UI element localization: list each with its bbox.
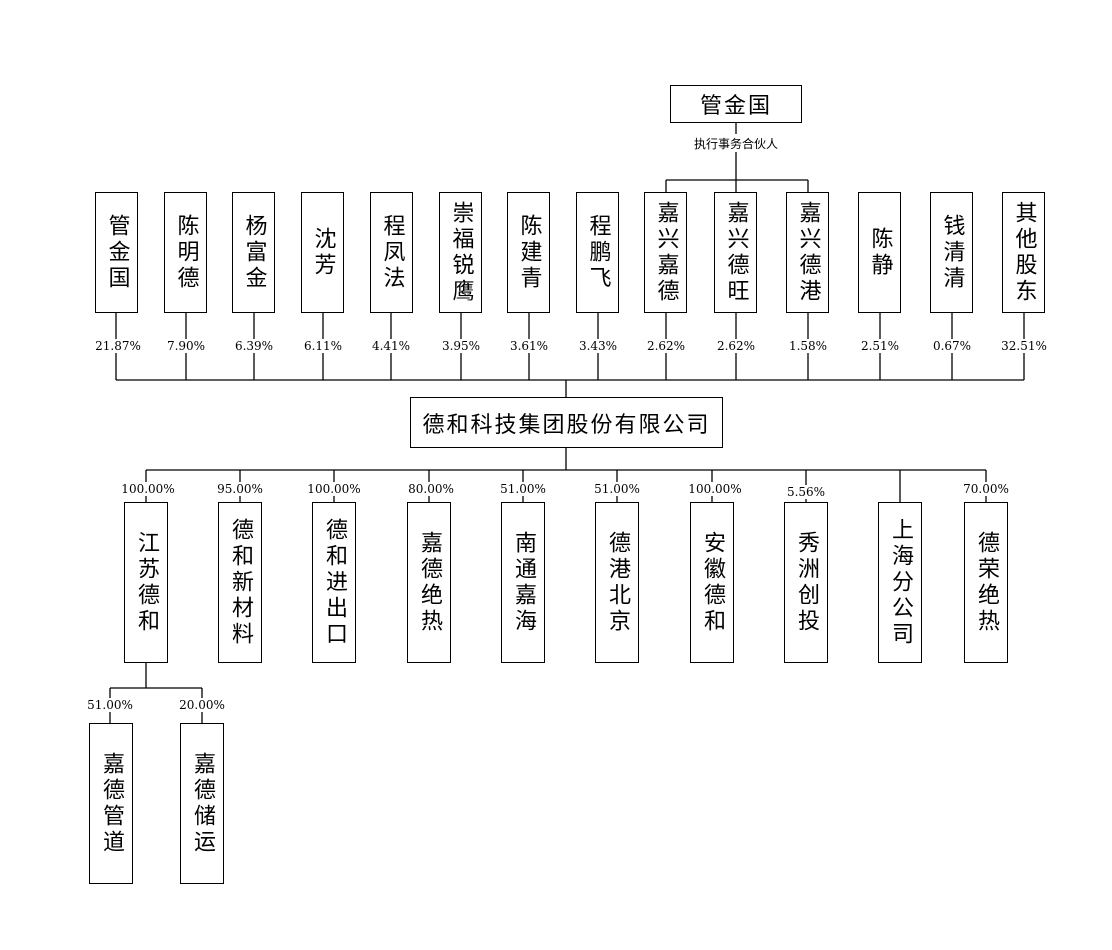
shareholder-box: 崇福锐鹰 — [439, 192, 482, 313]
shareholder-box: 程凤法 — [370, 192, 413, 313]
sub-subsidiary-pct: 20.00% — [178, 698, 226, 712]
shareholder-name: 陈明德 — [173, 213, 199, 292]
center-company-name: 德和科技集团股份有限公司 — [422, 412, 711, 438]
subsidiary-pct: 51.00% — [499, 482, 547, 496]
shareholder-pct: 32.51% — [1000, 339, 1048, 353]
subsidiary-name: 德和进出口 — [322, 517, 347, 648]
sub-subsidiary-name: 嘉德储运 — [190, 751, 215, 856]
subsidiary-box: 嘉德绝热 — [407, 502, 451, 663]
shareholder-name: 嘉兴德港 — [795, 200, 821, 305]
sub-subsidiary-pct: 51.00% — [86, 698, 134, 712]
subsidiary-pct: 95.00% — [216, 482, 264, 496]
subsidiary-name: 德和新材料 — [228, 517, 253, 648]
shareholder-name: 嘉兴德旺 — [723, 200, 749, 305]
shareholder-name: 沈芳 — [310, 226, 336, 279]
center-company-box: 德和科技集团股份有限公司 — [410, 397, 723, 448]
subsidiary-box: 安徽德和 — [690, 502, 734, 663]
subsidiary-box: 上海分公司 — [878, 502, 922, 663]
shareholder-pct: 2.62% — [645, 339, 687, 353]
shareholder-pct: 4.41% — [370, 339, 412, 353]
shareholder-name: 陈建青 — [516, 213, 542, 292]
subsidiary-pct: 100.00% — [120, 482, 176, 496]
sub-subsidiary-name: 嘉德管道 — [99, 751, 124, 856]
shareholder-pct: 3.43% — [577, 339, 619, 353]
shareholder-name: 崇福锐鹰 — [448, 200, 474, 305]
shareholder-name: 程鹏飞 — [585, 213, 611, 292]
shareholder-pct: 21.87% — [94, 339, 142, 353]
shareholder-pct: 7.90% — [165, 339, 207, 353]
subsidiary-pct: 5.56% — [785, 485, 827, 499]
subsidiary-pct: 100.00% — [306, 482, 362, 496]
subsidiary-box: 德和新材料 — [218, 502, 262, 663]
shareholder-pct: 3.61% — [508, 339, 550, 353]
subsidiary-name: 嘉德绝热 — [417, 530, 442, 635]
shareholder-box: 管金国 — [95, 192, 138, 313]
subsidiary-box: 江苏德和 — [124, 502, 168, 663]
shareholder-box: 陈明德 — [164, 192, 207, 313]
subsidiary-name: 上海分公司 — [888, 517, 913, 648]
subsidiary-name: 德港北京 — [605, 530, 630, 635]
sub-subsidiary-box: 嘉德管道 — [89, 723, 133, 884]
shareholder-name: 程凤法 — [379, 213, 405, 292]
shareholder-pct: 6.39% — [233, 339, 275, 353]
subsidiary-name: 德荣绝热 — [974, 530, 999, 635]
shareholder-box: 杨富金 — [232, 192, 275, 313]
shareholder-box: 陈建青 — [507, 192, 550, 313]
subsidiary-name: 秀洲创投 — [794, 530, 819, 635]
subsidiary-box: 南通嘉海 — [501, 502, 545, 663]
subsidiary-box: 德港北京 — [595, 502, 639, 663]
shareholder-pct: 2.51% — [859, 339, 901, 353]
subsidiary-name: 江苏德和 — [134, 530, 159, 635]
shareholder-box: 钱清清 — [930, 192, 973, 313]
shareholder-box: 嘉兴德旺 — [714, 192, 757, 313]
top-person-box: 管金国 — [670, 85, 802, 123]
shareholder-box: 嘉兴嘉德 — [644, 192, 687, 313]
subsidiary-name: 安徽德和 — [700, 530, 725, 635]
shareholder-box: 陈静 — [858, 192, 901, 313]
shareholder-pct: 2.62% — [715, 339, 757, 353]
shareholder-pct: 6.11% — [302, 339, 344, 353]
subsidiary-pct: 51.00% — [593, 482, 641, 496]
shareholder-box: 嘉兴德港 — [786, 192, 829, 313]
shareholder-pct: 0.67% — [931, 339, 973, 353]
shareholder-name: 嘉兴嘉德 — [653, 200, 679, 305]
subsidiary-box: 德荣绝热 — [964, 502, 1008, 663]
shareholder-name: 陈静 — [867, 226, 893, 279]
subsidiary-box: 德和进出口 — [312, 502, 356, 663]
subsidiary-pct: 80.00% — [407, 482, 455, 496]
shareholder-name: 管金国 — [104, 213, 130, 292]
sub-subsidiary-box: 嘉德储运 — [180, 723, 224, 884]
shareholder-box: 沈芳 — [301, 192, 344, 313]
shareholder-name: 其他股东 — [1011, 200, 1037, 305]
subsidiary-pct: 100.00% — [687, 482, 743, 496]
subsidiary-pct: 70.00% — [962, 482, 1010, 496]
shareholder-pct: 1.58% — [787, 339, 829, 353]
top-person-role: 执行事务合伙人 — [692, 135, 780, 152]
shareholder-name: 杨富金 — [241, 213, 267, 292]
shareholder-box: 程鹏飞 — [576, 192, 619, 313]
subsidiary-name: 南通嘉海 — [511, 530, 536, 635]
shareholder-pct: 3.95% — [440, 339, 482, 353]
shareholder-name: 钱清清 — [939, 213, 965, 292]
subsidiary-box: 秀洲创投 — [784, 502, 828, 663]
top-person-name: 管金国 — [699, 94, 772, 119]
shareholder-box: 其他股东 — [1002, 192, 1045, 313]
